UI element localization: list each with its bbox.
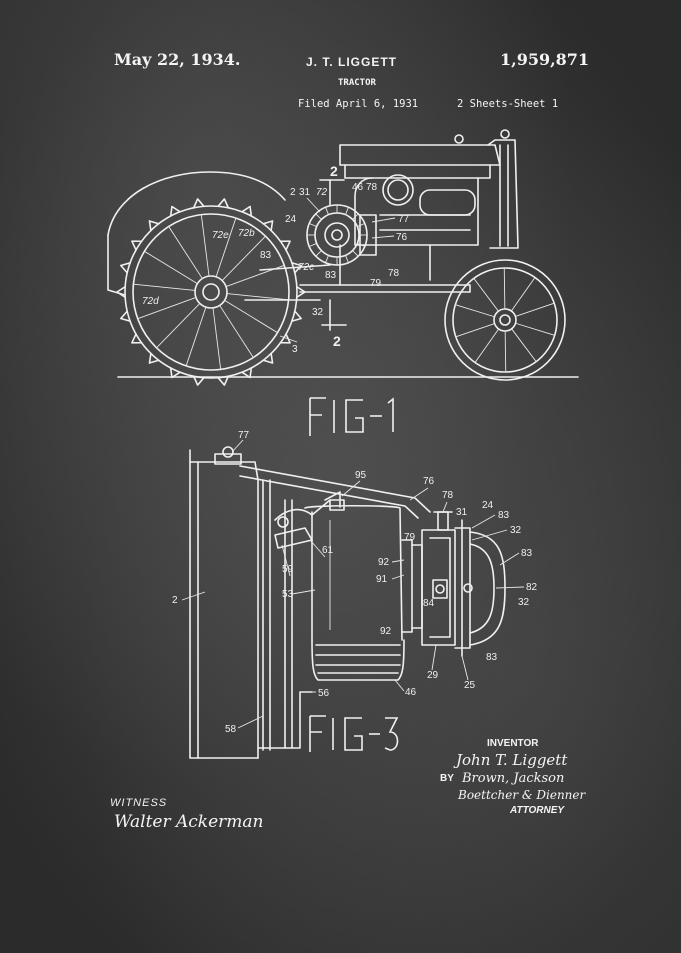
svg-text:31: 31 xyxy=(456,507,468,518)
svg-text:84: 84 xyxy=(423,598,435,609)
svg-text:72b: 72b xyxy=(238,228,255,239)
svg-text:2: 2 xyxy=(333,333,341,349)
svg-text:24: 24 xyxy=(285,214,297,225)
svg-text:79: 79 xyxy=(370,278,382,289)
svg-text:46: 46 xyxy=(352,182,364,193)
svg-text:83: 83 xyxy=(260,250,272,261)
svg-text:95: 95 xyxy=(355,470,367,481)
svg-text:56: 56 xyxy=(318,688,330,699)
svg-text:58: 58 xyxy=(225,724,237,735)
svg-text:72d: 72d xyxy=(142,296,159,307)
svg-text:32: 32 xyxy=(312,307,324,318)
svg-text:78: 78 xyxy=(388,268,400,279)
svg-text:31: 31 xyxy=(299,187,311,198)
svg-text:3: 3 xyxy=(292,344,298,355)
svg-text:83: 83 xyxy=(486,652,498,663)
svg-text:32: 32 xyxy=(510,525,522,536)
attorney-signature-2: Boettcher & Dienner xyxy=(458,788,586,802)
svg-text:78: 78 xyxy=(442,490,454,501)
svg-text:83: 83 xyxy=(521,548,533,559)
witness-label: WITNESS xyxy=(110,797,168,809)
patent-number: 1,959,871 xyxy=(500,50,590,69)
attorney-signature-1: Brown, Jackson xyxy=(462,771,565,786)
fig1-caption xyxy=(309,397,394,436)
svg-text:79: 79 xyxy=(404,532,416,543)
by-label: BY xyxy=(440,773,454,784)
svg-text:72e: 72e xyxy=(212,230,229,241)
svg-text:77: 77 xyxy=(238,430,250,441)
svg-text:76: 76 xyxy=(423,476,435,487)
svg-text:72: 72 xyxy=(316,187,328,198)
svg-text:78: 78 xyxy=(366,182,378,193)
svg-text:46: 46 xyxy=(405,687,417,698)
witness-signature: Walter Ackerman xyxy=(114,812,264,832)
svg-text:72c: 72c xyxy=(298,262,314,273)
patent-date: May 22, 1934. xyxy=(114,50,241,69)
svg-text:2: 2 xyxy=(290,187,296,198)
attorney-label: ATTORNEY xyxy=(510,805,565,816)
svg-text:91: 91 xyxy=(376,574,388,585)
inventor-header: J. T. LIGGETT xyxy=(306,55,398,69)
inventor-signature: John T. Liggett xyxy=(456,751,568,769)
patent-title: TRACTOR xyxy=(338,78,376,88)
svg-text:83: 83 xyxy=(498,510,510,521)
svg-text:83: 83 xyxy=(325,270,337,281)
svg-text:24: 24 xyxy=(482,500,494,511)
svg-text:82: 82 xyxy=(526,582,538,593)
filed-date: Filed April 6, 1931 xyxy=(298,98,419,110)
svg-text:77: 77 xyxy=(398,214,410,225)
svg-text:92: 92 xyxy=(378,557,390,568)
fig3-detail-drawing: 77 95 76 78 24 83 31 32 61 59 79 92 91 8… xyxy=(172,430,538,759)
svg-text:76: 76 xyxy=(396,232,408,243)
svg-text:2: 2 xyxy=(172,595,178,606)
svg-text:59: 59 xyxy=(282,564,294,575)
svg-text:32: 32 xyxy=(518,597,530,608)
svg-text:29: 29 xyxy=(427,670,439,681)
svg-text:61: 61 xyxy=(322,545,334,556)
svg-text:2: 2 xyxy=(330,163,338,179)
fig3-caption xyxy=(309,715,399,752)
svg-text:53: 53 xyxy=(282,589,294,600)
svg-text:25: 25 xyxy=(464,680,476,691)
inventor-label: INVENTOR xyxy=(487,738,539,749)
sheet-count: 2 Sheets-Sheet 1 xyxy=(457,98,559,110)
svg-text:92: 92 xyxy=(380,626,392,637)
fig1-tractor-drawing: 2 2 2 31 72 46 78 77 76 24 72e 72b 83 72… xyxy=(107,129,579,436)
